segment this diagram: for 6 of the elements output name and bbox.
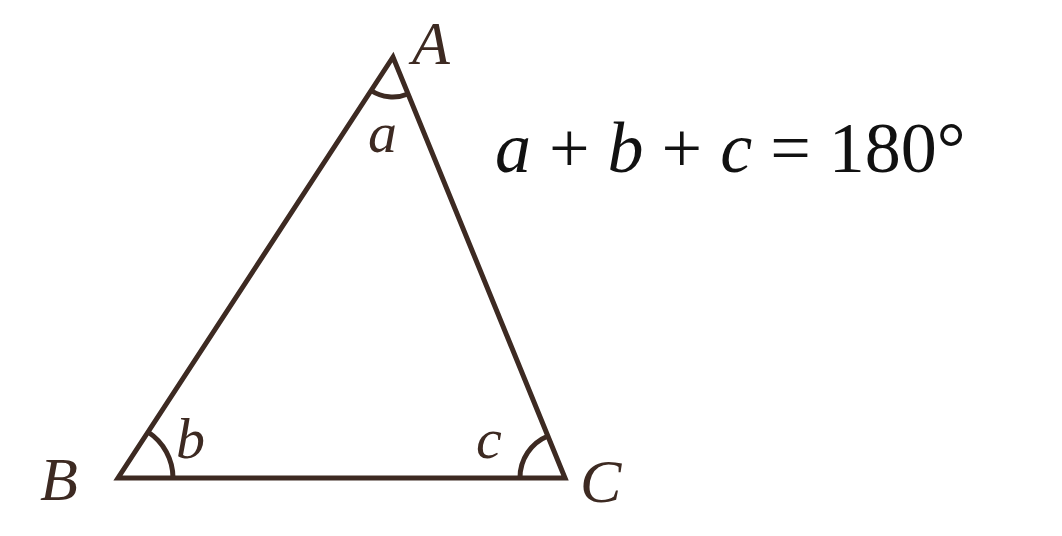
angle-label: b — [176, 410, 205, 468]
vertex-label: C — [580, 450, 622, 512]
vertex-label: B — [40, 448, 78, 510]
angle-label: a — [368, 104, 397, 162]
angle-sum-formula: a + b + c = 180° — [495, 112, 966, 184]
angle-label: c — [476, 410, 502, 468]
